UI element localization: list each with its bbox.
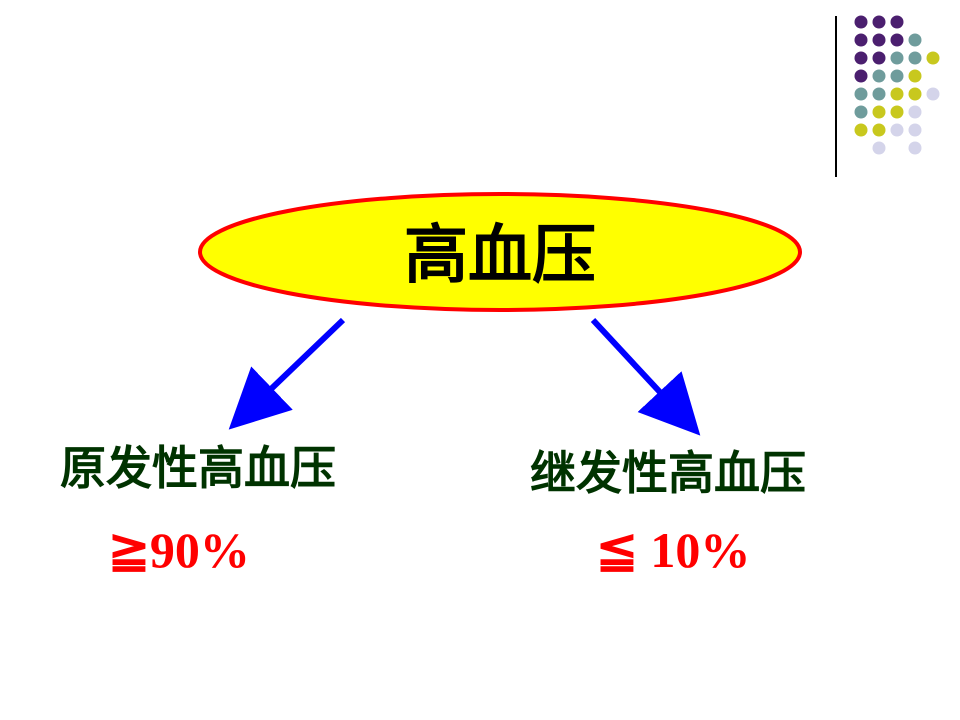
decorative-dot [908, 33, 922, 47]
decorative-dot [890, 123, 904, 137]
decorative-dot [854, 123, 868, 137]
decorative-dot [872, 105, 886, 119]
decorative-dot [926, 87, 940, 101]
decorative-dot [890, 51, 904, 65]
decorative-dot [890, 15, 904, 29]
decorative-dot [854, 87, 868, 101]
decorative-dot [872, 87, 886, 101]
decorative-dot [872, 141, 886, 155]
decorative-dot [872, 123, 886, 137]
decorative-dot [872, 69, 886, 83]
decorative-dot [854, 33, 868, 47]
decorative-dot [908, 123, 922, 137]
decorative-dot [908, 51, 922, 65]
center-node-label: 高血压 [404, 219, 596, 293]
secondary-hypertension-percentage: ≦ 10% [596, 522, 751, 578]
decorative-dot [854, 15, 868, 29]
decorative-dot [854, 51, 868, 65]
decorative-dot [926, 51, 940, 65]
decorative-dot [890, 105, 904, 119]
decorative-dot [872, 51, 886, 65]
center-node-ellipse [198, 192, 802, 312]
decorative-dot [854, 105, 868, 119]
decorative-dot [890, 87, 904, 101]
arrow-to-secondary [590, 317, 701, 436]
decorative-dot [908, 69, 922, 83]
secondary-hypertension-label: 继发性高血压 [530, 446, 806, 500]
decorative-dot [872, 15, 886, 29]
decorative-vertical-line [835, 16, 837, 177]
decorative-dot [890, 69, 904, 83]
decorative-dot [854, 69, 868, 83]
decorative-dot [890, 33, 904, 47]
primary-hypertension-percentage: ≧90% [108, 522, 250, 578]
decorative-dot [872, 33, 886, 47]
decorative-dot [908, 105, 922, 119]
decorative-dot [908, 87, 922, 101]
arrow-to-primary [228, 317, 346, 430]
decorative-dot [908, 141, 922, 155]
primary-hypertension-label: 原发性高血压 [60, 441, 336, 495]
